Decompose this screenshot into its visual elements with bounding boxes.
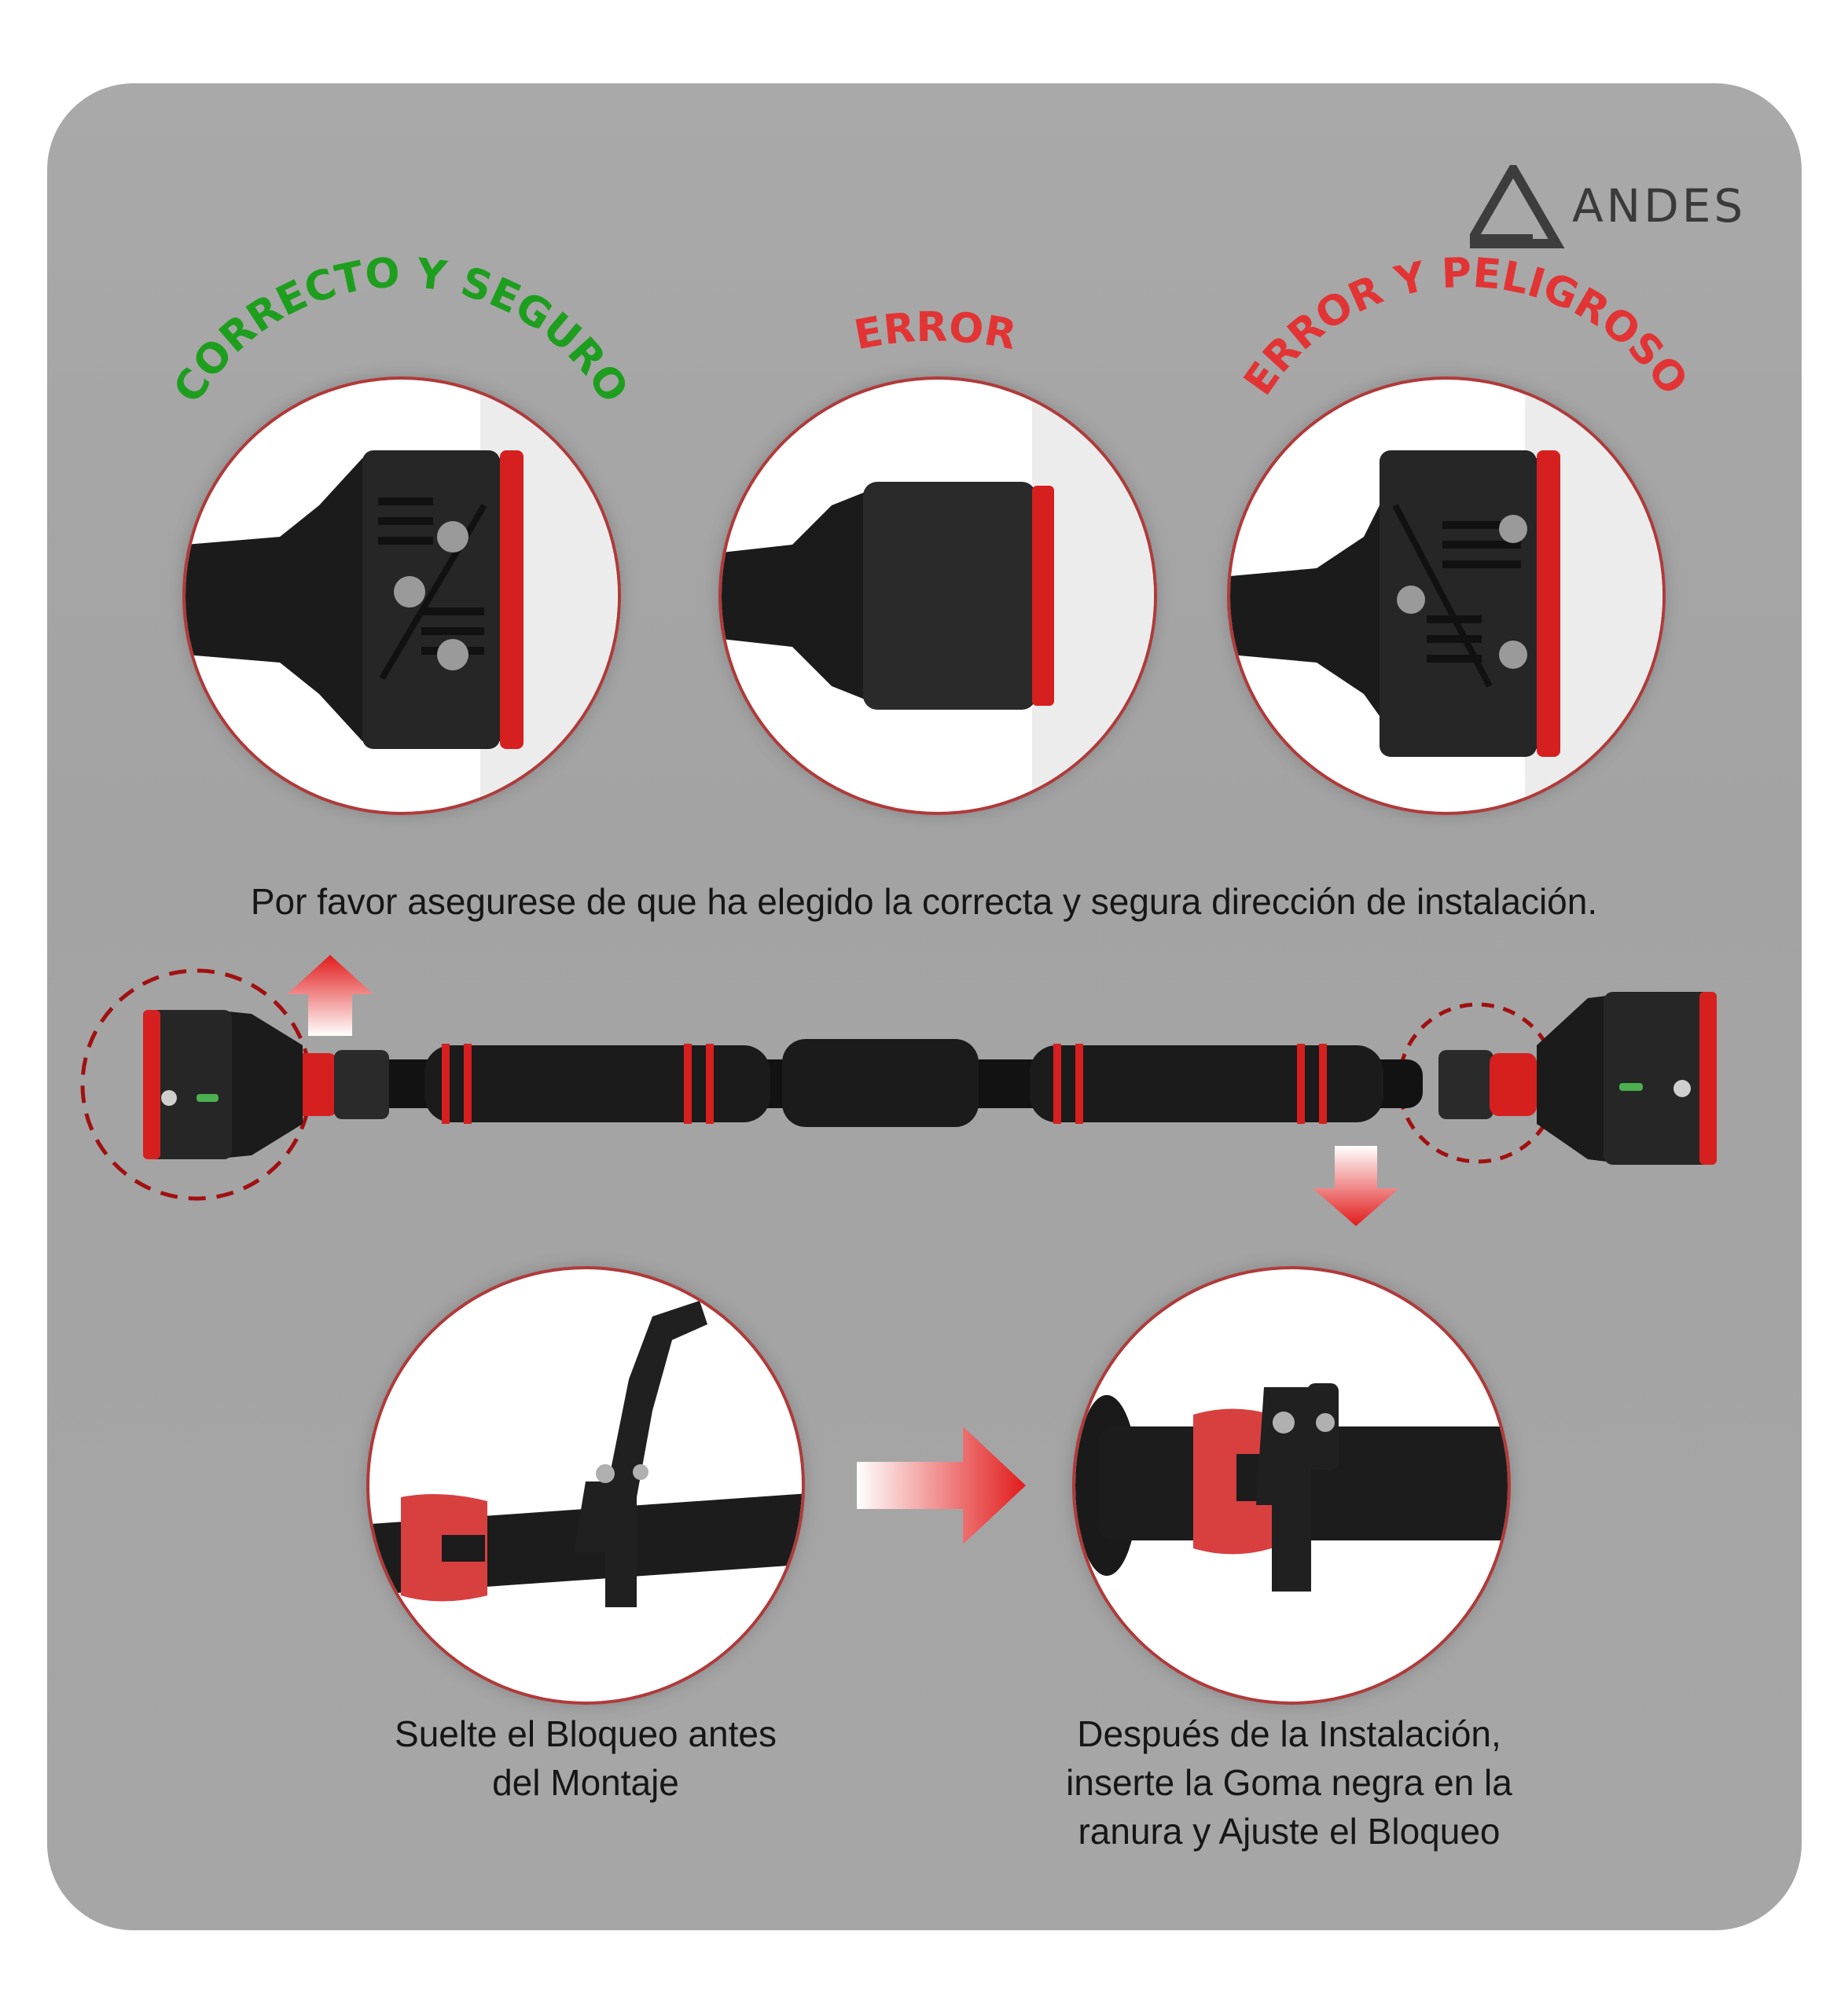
arrow-down-icon (1313, 1146, 1399, 1226)
danger-orientation-circle (1230, 380, 1662, 812)
lock-after-install-circle (1075, 1269, 1508, 1702)
correct-orientation-circle (186, 380, 618, 812)
triangle-logo-icon (1470, 165, 1565, 248)
unlock-before-mount-circle (369, 1269, 802, 1702)
arrow-up-icon (287, 955, 373, 1036)
caption-lock-line: ranura y Ajuste el Bloqueo (1078, 1811, 1501, 1852)
caption-unlock: Suelte el Bloqueo antes del Montaje (330, 1709, 841, 1807)
caption-unlock-line: Suelte el Bloqueo antes (395, 1713, 777, 1754)
caption-lock-line: inserte la Goma negra en la (1066, 1762, 1512, 1803)
installation-instruction: Por favor asegurese de que ha elegido la… (250, 881, 1598, 922)
label-error: ERROR (851, 304, 1020, 360)
caption-unlock-line: del Montaje (492, 1762, 679, 1803)
caption-lock: Después de la Instalación, inserte la Go… (990, 1709, 1588, 1856)
arrow-right-icon (857, 1426, 1026, 1544)
brand-name: ANDES (1572, 179, 1747, 233)
error-orientation-circle (722, 380, 1154, 812)
caption-lock-line: Después de la Instalación, (1077, 1713, 1501, 1754)
